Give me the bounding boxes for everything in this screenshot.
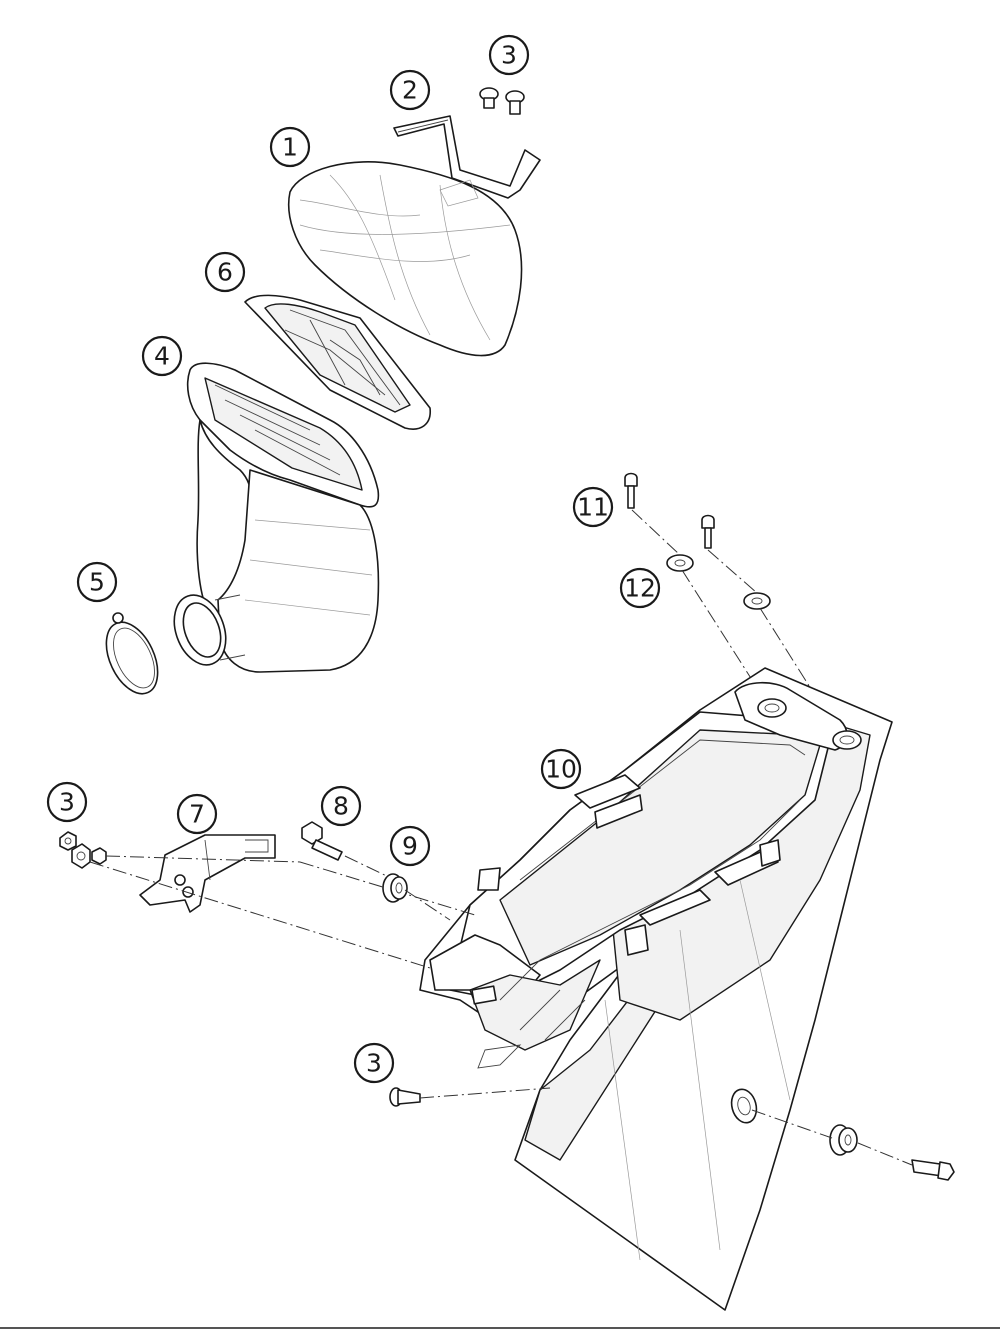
- callout-3-left: 3: [46, 781, 88, 823]
- part-intake-boot: [173, 362, 380, 673]
- callout-1-label: 1: [282, 133, 298, 162]
- part-filter-support: [244, 294, 431, 430]
- callout-2: 2: [389, 69, 431, 111]
- callout-11: 11: [572, 486, 614, 528]
- callout-11-label: 11: [577, 493, 609, 522]
- bottom-rule: [0, 1327, 1000, 1329]
- callout-3-bottom: 3: [353, 1042, 395, 1084]
- part-grommet: [382, 873, 451, 921]
- callout-6: 6: [204, 251, 246, 293]
- part-bracket: [139, 834, 276, 913]
- callout-8-label: 8: [333, 792, 349, 821]
- callout-5: 5: [76, 561, 118, 603]
- part-screws-top: [479, 87, 525, 115]
- callout-4-label: 4: [154, 342, 170, 371]
- callout-9-label: 9: [402, 832, 418, 861]
- callout-7-label: 7: [189, 800, 205, 829]
- callout-3-top-label: 3: [501, 41, 517, 70]
- callout-3-left-label: 3: [59, 788, 75, 817]
- callout-10: 10: [540, 748, 582, 790]
- callout-1: 1: [269, 126, 311, 168]
- callout-4: 4: [141, 335, 183, 377]
- part-grommet-bolt-lower: [751, 1109, 955, 1181]
- callout-5-label: 5: [89, 568, 105, 597]
- callout-2-label: 2: [402, 76, 418, 105]
- part-wire-clip: [393, 115, 541, 199]
- callout-7: 7: [176, 793, 218, 835]
- part-air-filter: [287, 161, 523, 357]
- part-hose-clamp: [105, 612, 159, 695]
- part-bolt: [301, 821, 396, 881]
- callout-3-bottom-label: 3: [366, 1049, 382, 1078]
- callout-8: 8: [320, 785, 362, 827]
- callout-12-label: 12: [624, 574, 656, 603]
- callout-10-label: 10: [545, 755, 577, 784]
- part-nuts-left: [59, 831, 476, 969]
- part-screw-bottom: [389, 1087, 551, 1107]
- callout-3-top: 3: [488, 34, 530, 76]
- callout-12: 12: [619, 567, 661, 609]
- callout-6-label: 6: [217, 258, 233, 287]
- part-side-cover: [419, 667, 893, 1311]
- callout-9: 9: [389, 825, 431, 867]
